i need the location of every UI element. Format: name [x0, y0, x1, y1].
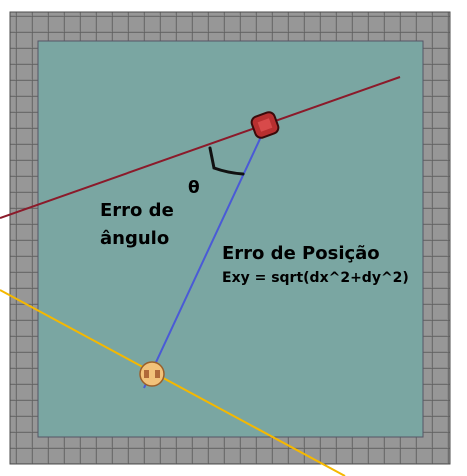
- theta-label: θ: [188, 178, 200, 198]
- position-error-vector: [143, 125, 267, 389]
- target-heading-line: [0, 289, 346, 476]
- arena-floor: [37, 40, 424, 438]
- position-error-label: Erro de Posição: [222, 243, 380, 264]
- position-error-formula: Exy = sqrt(dx^2+dy^2): [222, 270, 409, 286]
- orange-target-marker: [139, 361, 165, 387]
- red-robot-marker: [250, 111, 280, 139]
- angle-error-label-line1: Erro de: [100, 200, 174, 221]
- robot-heading-line: [0, 76, 401, 219]
- angle-error-label-line2: ângulo: [100, 228, 170, 249]
- angle-arc-icon: [208, 146, 245, 176]
